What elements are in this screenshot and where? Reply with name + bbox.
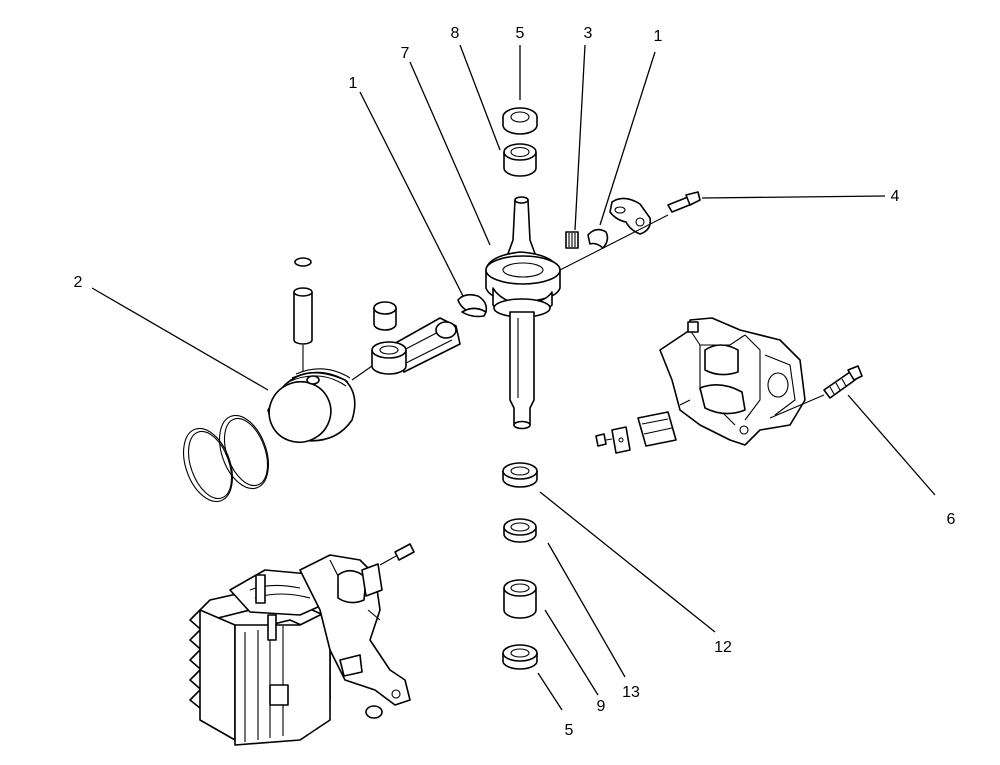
piston-clip-part <box>294 257 312 267</box>
cap-screw-part <box>667 191 701 213</box>
callout-12: 12 <box>714 639 732 656</box>
callout-7: 7 <box>401 45 410 62</box>
leader-1-right <box>599 51 656 226</box>
crankcase-bolt-6 <box>823 365 863 399</box>
top-seal-part <box>502 107 538 135</box>
needle-bearing-part <box>565 231 579 249</box>
bearing-shell-left <box>457 293 488 318</box>
lower-seal-12 <box>502 462 538 488</box>
leader-12 <box>539 491 716 633</box>
reed-valve-part <box>611 411 677 454</box>
crankcase-part <box>659 317 806 446</box>
leader-13 <box>547 542 626 678</box>
lower-seal-5 <box>502 644 538 670</box>
leader-2 <box>91 287 269 391</box>
rod-axis-line <box>351 365 373 381</box>
leader-9 <box>544 609 599 696</box>
piston-ring-2 <box>183 427 233 503</box>
piston-ring-1 <box>219 414 269 490</box>
cylinder-dowel-pin <box>379 543 415 566</box>
assembly-axis-line <box>559 214 669 271</box>
callout-1-left: 1 <box>349 75 358 92</box>
callout-2: 2 <box>74 274 83 291</box>
lower-bearing-9 <box>503 579 537 619</box>
rod-cap-part <box>609 197 652 235</box>
callout-1-right: 1 <box>654 28 663 45</box>
callout-6: 6 <box>947 511 956 528</box>
leader-3 <box>574 44 586 231</box>
leader-8 <box>459 44 501 151</box>
leader-7 <box>409 61 491 246</box>
small-end-bush-part <box>373 301 397 331</box>
callout-3: 3 <box>584 25 593 42</box>
bearing-shell-right <box>587 228 609 249</box>
cylinder-block-part <box>189 554 411 746</box>
top-bearing-part <box>503 143 537 177</box>
piston-pin-part <box>293 287 313 345</box>
callout-5-top: 5 <box>516 25 525 42</box>
piston-part <box>267 368 356 443</box>
lower-washer-13 <box>503 518 537 543</box>
leader-lines <box>91 44 936 711</box>
crankshaft-part <box>485 196 561 430</box>
callout-4: 4 <box>891 188 900 205</box>
leader-4 <box>701 195 886 199</box>
bolt-axis-line <box>769 394 825 419</box>
leader-1-left <box>359 91 466 301</box>
callout-9: 9 <box>597 698 606 715</box>
reed-screw-part <box>595 433 613 447</box>
callout-labels: 8 5 3 1 7 1 4 2 6 12 13 9 5 <box>74 25 956 739</box>
callout-5-bottom: 5 <box>565 722 574 739</box>
callout-8: 8 <box>451 25 460 42</box>
connecting-rod-part <box>371 317 461 375</box>
leader-6 <box>847 394 936 496</box>
cylinder-plug <box>365 705 383 719</box>
leader-5-bottom <box>537 672 563 711</box>
callout-13: 13 <box>622 684 640 701</box>
